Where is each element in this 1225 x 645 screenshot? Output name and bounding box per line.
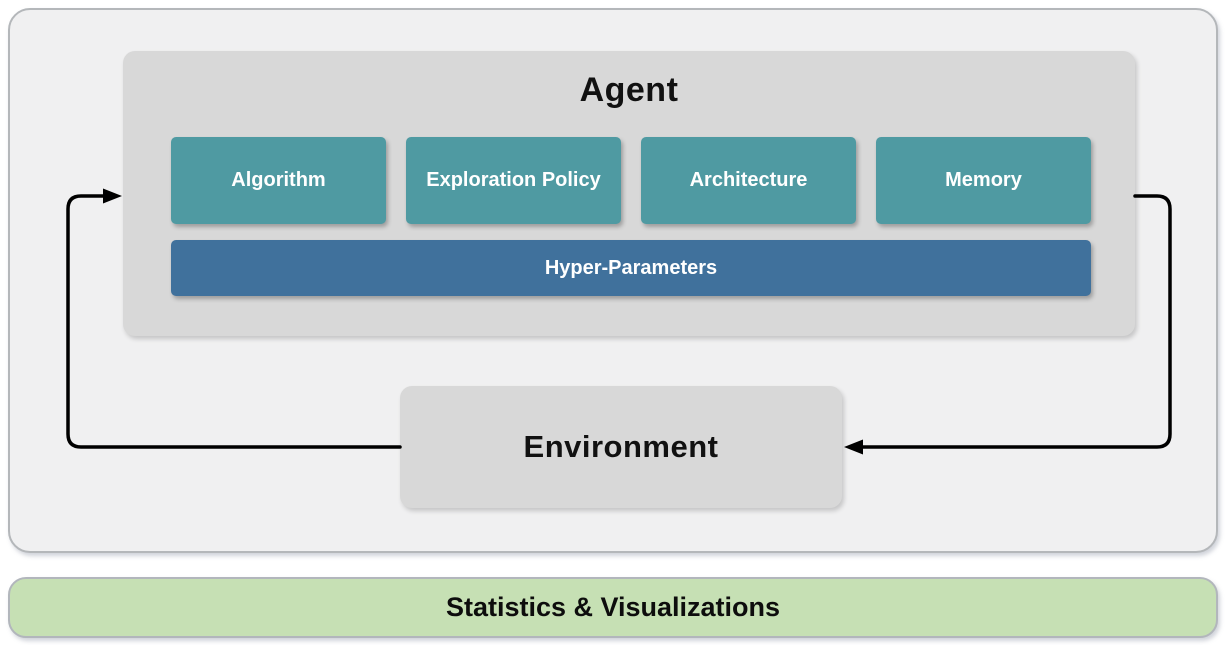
environment-title: Environment <box>523 429 719 464</box>
agent-title: Agent <box>579 71 679 109</box>
statistics-visualizations-bar: Statistics & Visualizations <box>8 577 1218 638</box>
module-exploration-policy: Exploration Policy <box>406 137 621 224</box>
statistics-visualizations-label: Statistics & Visualizations <box>445 592 781 622</box>
hyper-parameters-bar: Hyper-Parameters <box>171 240 1091 296</box>
environment-box: Environment <box>400 386 842 508</box>
module-memory: Memory <box>876 137 1091 224</box>
module-architecture: Architecture <box>641 137 856 224</box>
module-algorithm: Algorithm <box>171 137 386 224</box>
